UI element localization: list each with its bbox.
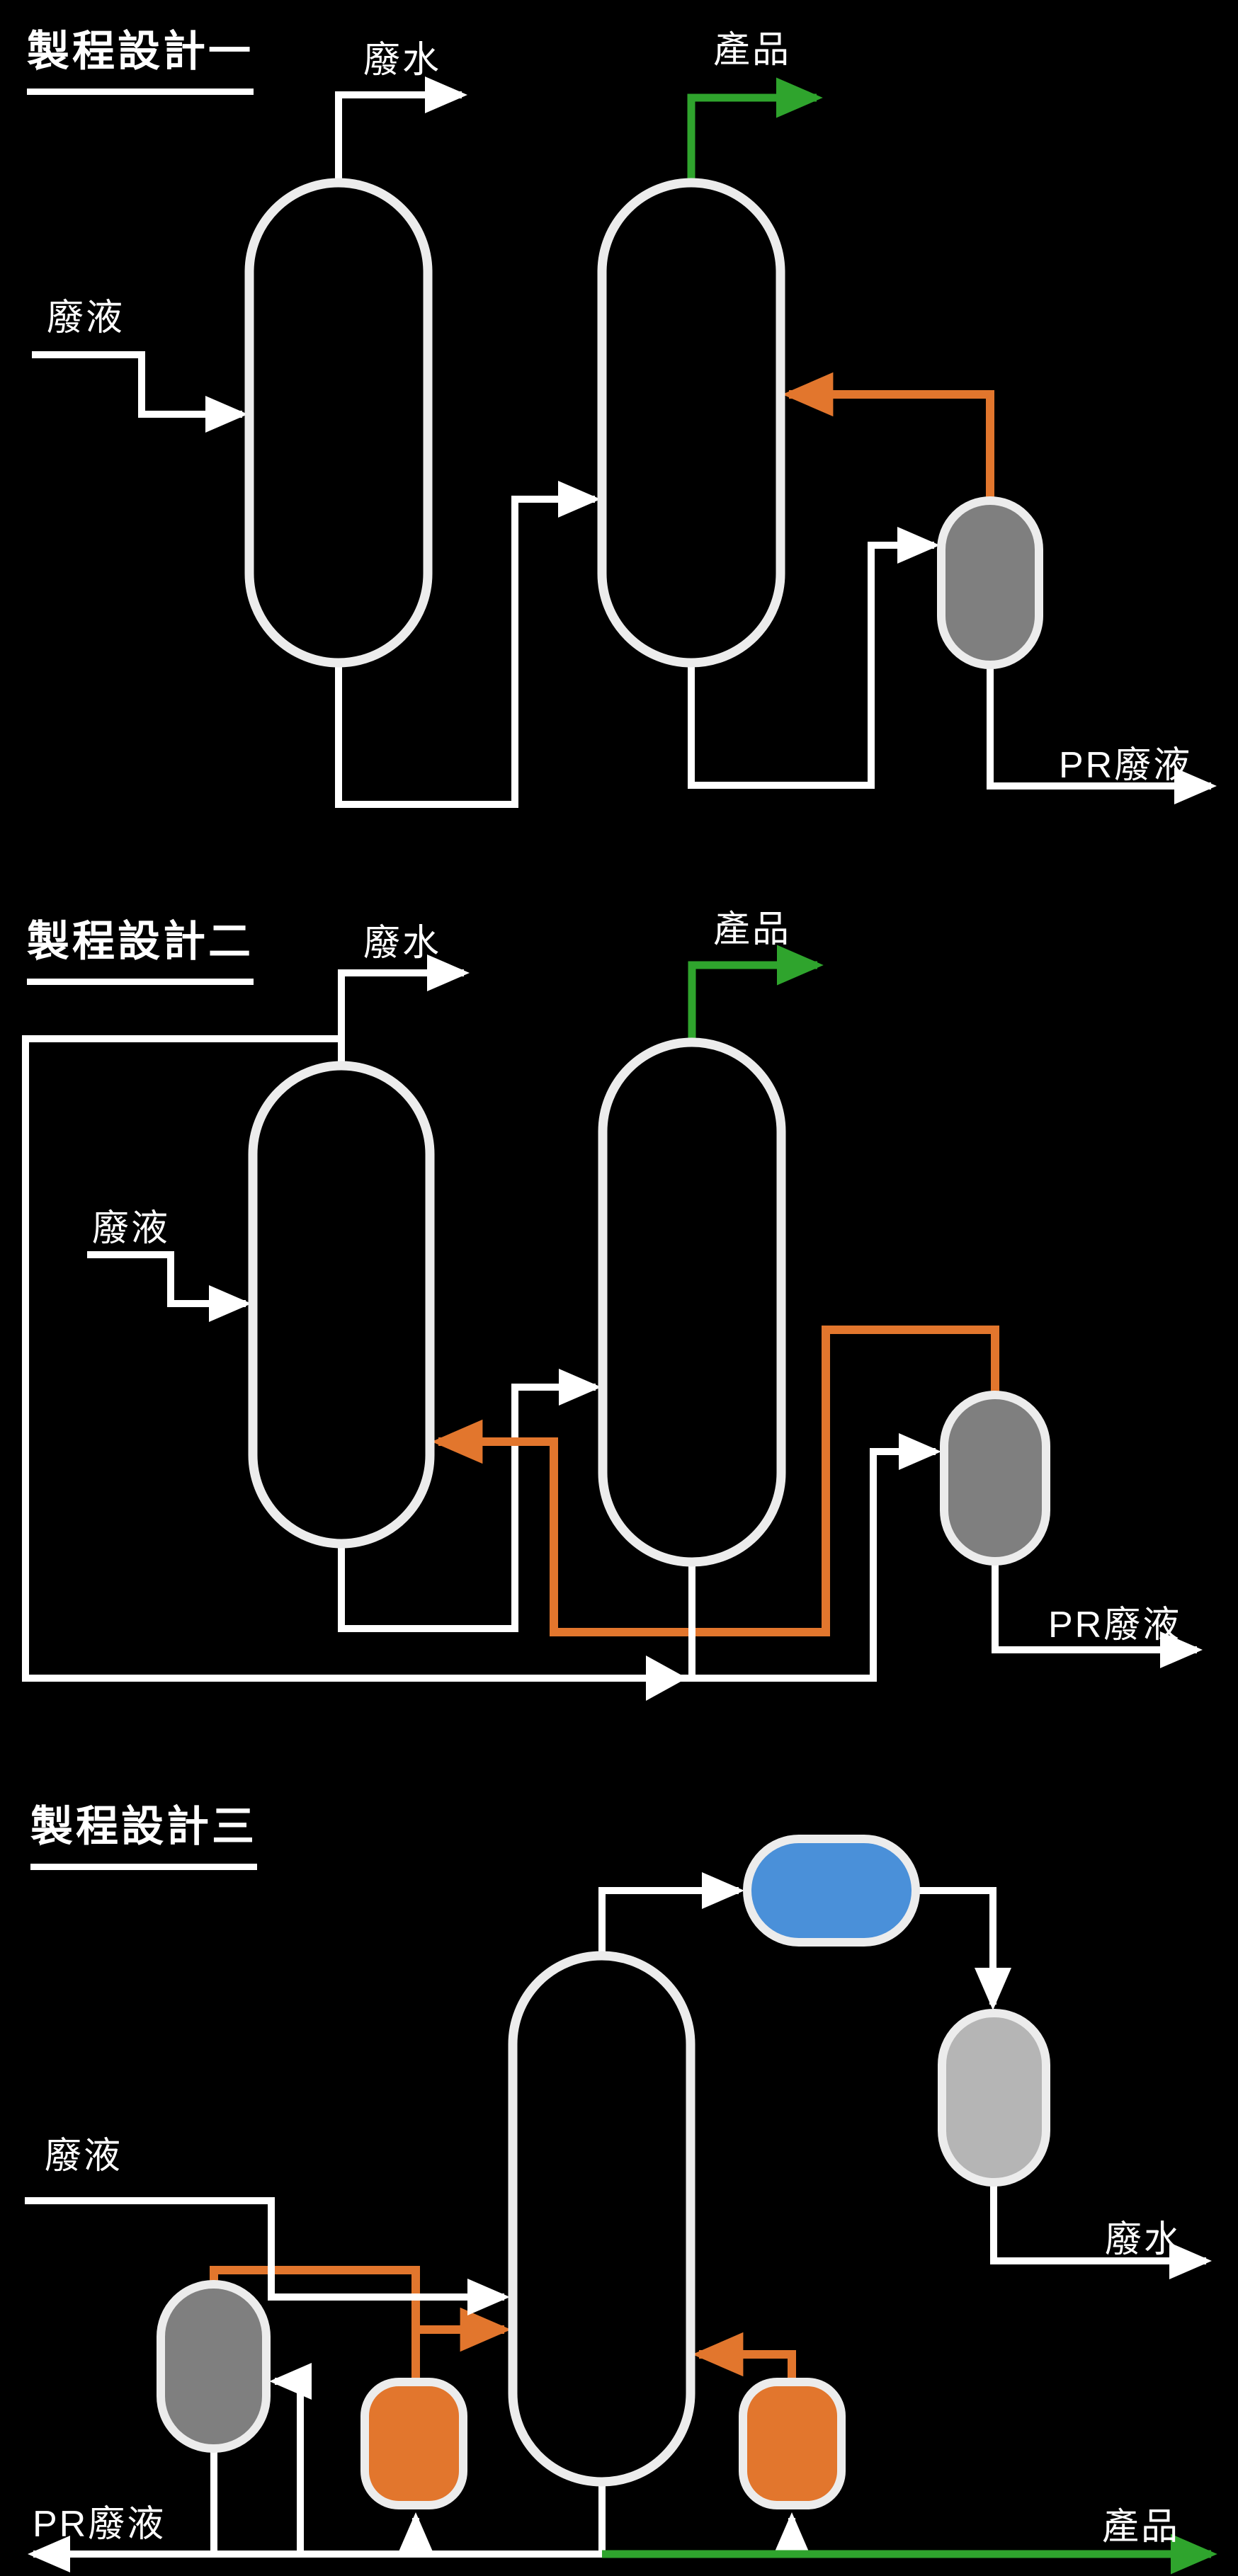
d1-feed-stream-arrow — [32, 351, 249, 433]
d3-product-label: 產品 — [1102, 2507, 1181, 2548]
design1-diagram — [32, 76, 1217, 808]
d2-pr-waste-label: PR廢液 — [1048, 1605, 1182, 1646]
d2-column-2 — [598, 1037, 786, 1567]
d2-overhead-recycle-loop-to-vessel — [22, 1035, 942, 1682]
d2-feed-label: 廢液 — [92, 1208, 171, 1249]
d2-wastewater-label: 廢水 — [363, 923, 442, 964]
d1-feed-label: 廢液 — [47, 297, 125, 338]
d3-blue-vessel — [743, 1835, 920, 1947]
d3-lightgray-vessel — [938, 2009, 1050, 2187]
d2-gray-vessel — [940, 1391, 1050, 1566]
d1-pr-waste-label: PR廢液 — [1059, 745, 1193, 786]
d2-midline-arrowhead — [646, 1655, 687, 1701]
design2-title: 製程設計二 — [27, 907, 254, 985]
design2-diagram — [22, 945, 1203, 1701]
d1-wastewater-label: 廢水 — [363, 40, 442, 81]
d2-product-label: 產品 — [713, 909, 792, 950]
design1-title: 製程設計一 — [27, 17, 254, 95]
d2-column-1 — [248, 1061, 435, 1549]
d3-orange-feed-into-column-right — [692, 2332, 796, 2382]
d3-wastewater-stream-arrow — [990, 2182, 1213, 2280]
d3-column-overhead-to-blue-vessel — [598, 1872, 745, 1956]
d3-darkgray-vessel — [157, 2280, 271, 2453]
d2-product-stream-arrow — [688, 945, 824, 1042]
d3-blue-to-lightgray-vessel — [916, 1887, 1011, 2011]
d1-product-stream-arrow — [687, 77, 823, 183]
d1-gray-vessel — [937, 496, 1043, 669]
d3-orange-vessel-2 — [739, 2378, 846, 2509]
d2-pr-waste-stream-arrow — [992, 1561, 1203, 1669]
d2-orange-recycle-to-column1 — [431, 1326, 999, 1636]
d3-wastewater-label: 廢水 — [1105, 2219, 1183, 2260]
d1-column-2 — [597, 178, 785, 668]
d3-riser-into-darkvessel — [268, 2362, 312, 2554]
d1-column2-bottoms-to-vessel — [688, 527, 941, 789]
d2-wastewater-stream-arrow — [338, 954, 470, 1066]
d3-orange-vessel-1 — [360, 2378, 467, 2509]
d1-column1-bottoms-to-column2 — [335, 481, 601, 808]
design3-diagram — [25, 1835, 1217, 2575]
d2-column1-bottoms-to-column2 — [338, 1369, 602, 1632]
d1-wastewater-stream-arrow — [335, 76, 468, 183]
d1-pr-waste-stream-arrow — [987, 665, 1217, 805]
d3-column — [508, 1951, 695, 2487]
d1-product-label: 產品 — [713, 30, 792, 71]
d2-feed-stream-arrow — [87, 1251, 252, 1323]
d1-orange-recycle-to-column2 — [782, 372, 994, 501]
design3-title: 製程設計三 — [30, 1792, 257, 1870]
d3-pr-waste-label: PR廢液 — [33, 2504, 166, 2545]
d3-feed-label: 廢液 — [45, 2136, 123, 2177]
d3-feed-stream-arrow — [25, 2197, 511, 2316]
d1-column-1 — [244, 178, 433, 668]
